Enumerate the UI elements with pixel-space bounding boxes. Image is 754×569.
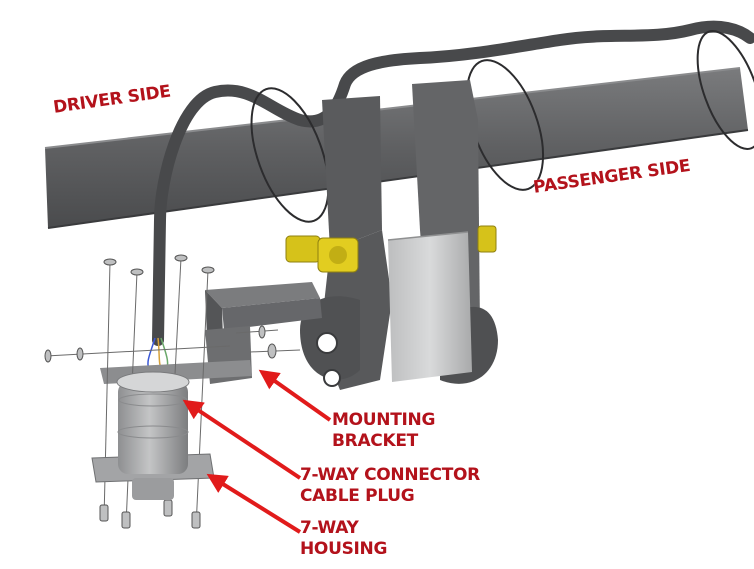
wiring-cable	[152, 20, 754, 346]
connector-plug-label: 7-WAY CONNECTOR CABLE PLUG	[300, 465, 480, 507]
housing-label: 7-WAY HOUSING	[300, 518, 387, 560]
connector-plug-label-line2: CABLE PLUG	[300, 486, 415, 506]
arrow-connector-plug	[182, 399, 302, 480]
mounting-bracket-label-line1: MOUNTING	[332, 410, 436, 430]
housing-label-line2: HOUSING	[300, 539, 388, 559]
seven-way-housing	[91, 371, 215, 500]
mounting-bracket	[100, 282, 322, 384]
connector-plug-label-line1: 7-WAY CONNECTOR	[300, 465, 480, 485]
pin-plate	[387, 231, 472, 382]
clamp-bolts	[285, 225, 497, 273]
arrow-housing	[206, 473, 302, 534]
arrow-mounting-bracket	[258, 369, 332, 422]
housing-label-line1: 7-WAY	[300, 518, 359, 538]
mounting-bracket-label-line2: BRACKET	[332, 431, 418, 451]
mounting-bracket-label: MOUNTING BRACKET	[332, 410, 435, 452]
callout-arrows	[182, 369, 332, 534]
